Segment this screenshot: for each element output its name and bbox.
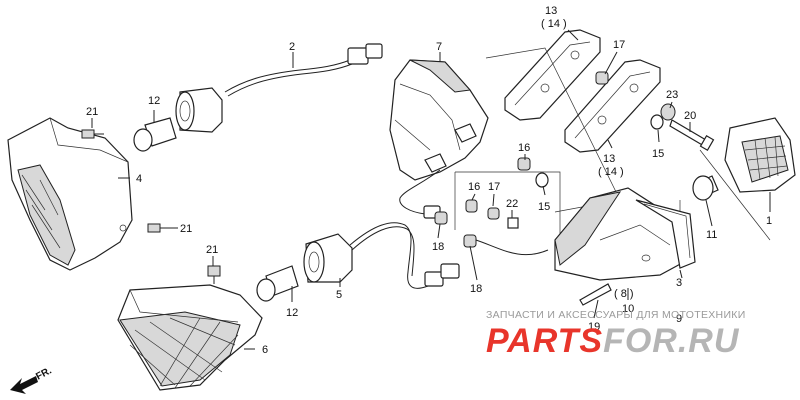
watermark-logo: PARTSFOR.RU	[486, 322, 740, 360]
label-5: 5	[336, 289, 342, 301]
part-22-screw	[507, 217, 519, 229]
part-3-rear-signal-body	[554, 187, 696, 281]
label-21-bottom: 21	[206, 244, 218, 256]
label-12-lower: 12	[286, 307, 298, 319]
label-17-upper: 17	[613, 39, 625, 51]
watermark-tagline: ЗАПЧАСТИ И АКСЕССУАРЫ ДЛЯ МОТОТЕХНИКИ	[486, 309, 746, 321]
label-9: 9	[676, 313, 682, 325]
part-5-socket-with-wire	[303, 222, 460, 289]
label-20: 20	[684, 110, 696, 122]
part-18-grommet-lower	[463, 234, 549, 256]
label-21-top: 21	[86, 106, 98, 118]
watermark-logo-parts: PARTS	[486, 322, 603, 360]
label-4: 4	[136, 173, 142, 185]
part-4-front-turn-signal-housing	[7, 117, 133, 271]
label-12-upper: 12	[148, 95, 160, 107]
label-16-upper: 16	[518, 142, 530, 154]
label-18-lower: 18	[470, 283, 482, 295]
leader-lines	[91, 29, 771, 350]
part-12-bulb-socket-upper	[133, 87, 223, 152]
label-11: 11	[706, 229, 717, 241]
part-18-grommet-upper	[434, 211, 448, 225]
part-16-grommet-lower	[465, 199, 478, 213]
label-1: 1	[766, 215, 772, 227]
part-21-screw-bottom	[207, 265, 221, 284]
label-22: 22	[506, 198, 518, 210]
label-10: 10	[622, 303, 634, 315]
label-15-right: 15	[652, 148, 664, 160]
label-23: 23	[666, 89, 678, 101]
label-15-middle: 15	[538, 201, 550, 213]
label-17-lower: 17	[488, 181, 500, 193]
part-15-nut-middle	[535, 172, 549, 188]
front-arrow-label: FR.	[34, 365, 54, 382]
part-23-collar	[660, 103, 676, 121]
part-12-bulb-lower	[256, 265, 299, 302]
label-14-upper: ( 14 )	[541, 18, 567, 30]
part-17-grommet-lower	[487, 207, 500, 220]
watermark: ЗАПЧАСТИ И АКСЕССУАРЫ ДЛЯ МОТОТЕХНИКИ PA…	[486, 309, 746, 360]
part-11-bulb-rear	[692, 175, 719, 201]
part-21-screw-top	[81, 129, 104, 139]
part-1-rear-signal-lens	[724, 117, 796, 193]
label-3: 3	[676, 277, 682, 289]
callout-labels: 2 21 12 4 21 21 12 6 5 7 13 ( 14 ) 17 23…	[86, 5, 772, 356]
label-18-upper: 18	[432, 241, 444, 253]
label-13-lower: 13	[603, 153, 615, 165]
label-13-upper: 13	[545, 5, 557, 17]
label-21-middle: 21	[180, 223, 192, 235]
label-8: ( 8 )	[614, 288, 634, 300]
part-19-screw	[579, 283, 612, 306]
part-2-wire-harness	[224, 43, 383, 97]
label-2: 2	[289, 41, 295, 53]
label-19: 19	[588, 321, 600, 333]
part-13-reflector-lower	[564, 59, 661, 153]
watermark-logo-for: FOR.RU	[603, 322, 740, 360]
part-17-grommet-upper	[595, 71, 609, 85]
part-16-grommet-middle	[517, 157, 531, 171]
part-20-bolt	[669, 119, 715, 152]
label-14-lower: ( 14 )	[598, 166, 624, 178]
part-6-lower-lens	[117, 284, 263, 391]
part-7-rear-lens-unit	[389, 59, 489, 219]
label-6: 6	[262, 344, 268, 356]
label-7: 7	[436, 41, 442, 53]
front-direction-arrow-icon: FR.	[10, 365, 54, 394]
part-15-nut-right	[650, 114, 664, 130]
label-16-lower: 16	[468, 181, 480, 193]
